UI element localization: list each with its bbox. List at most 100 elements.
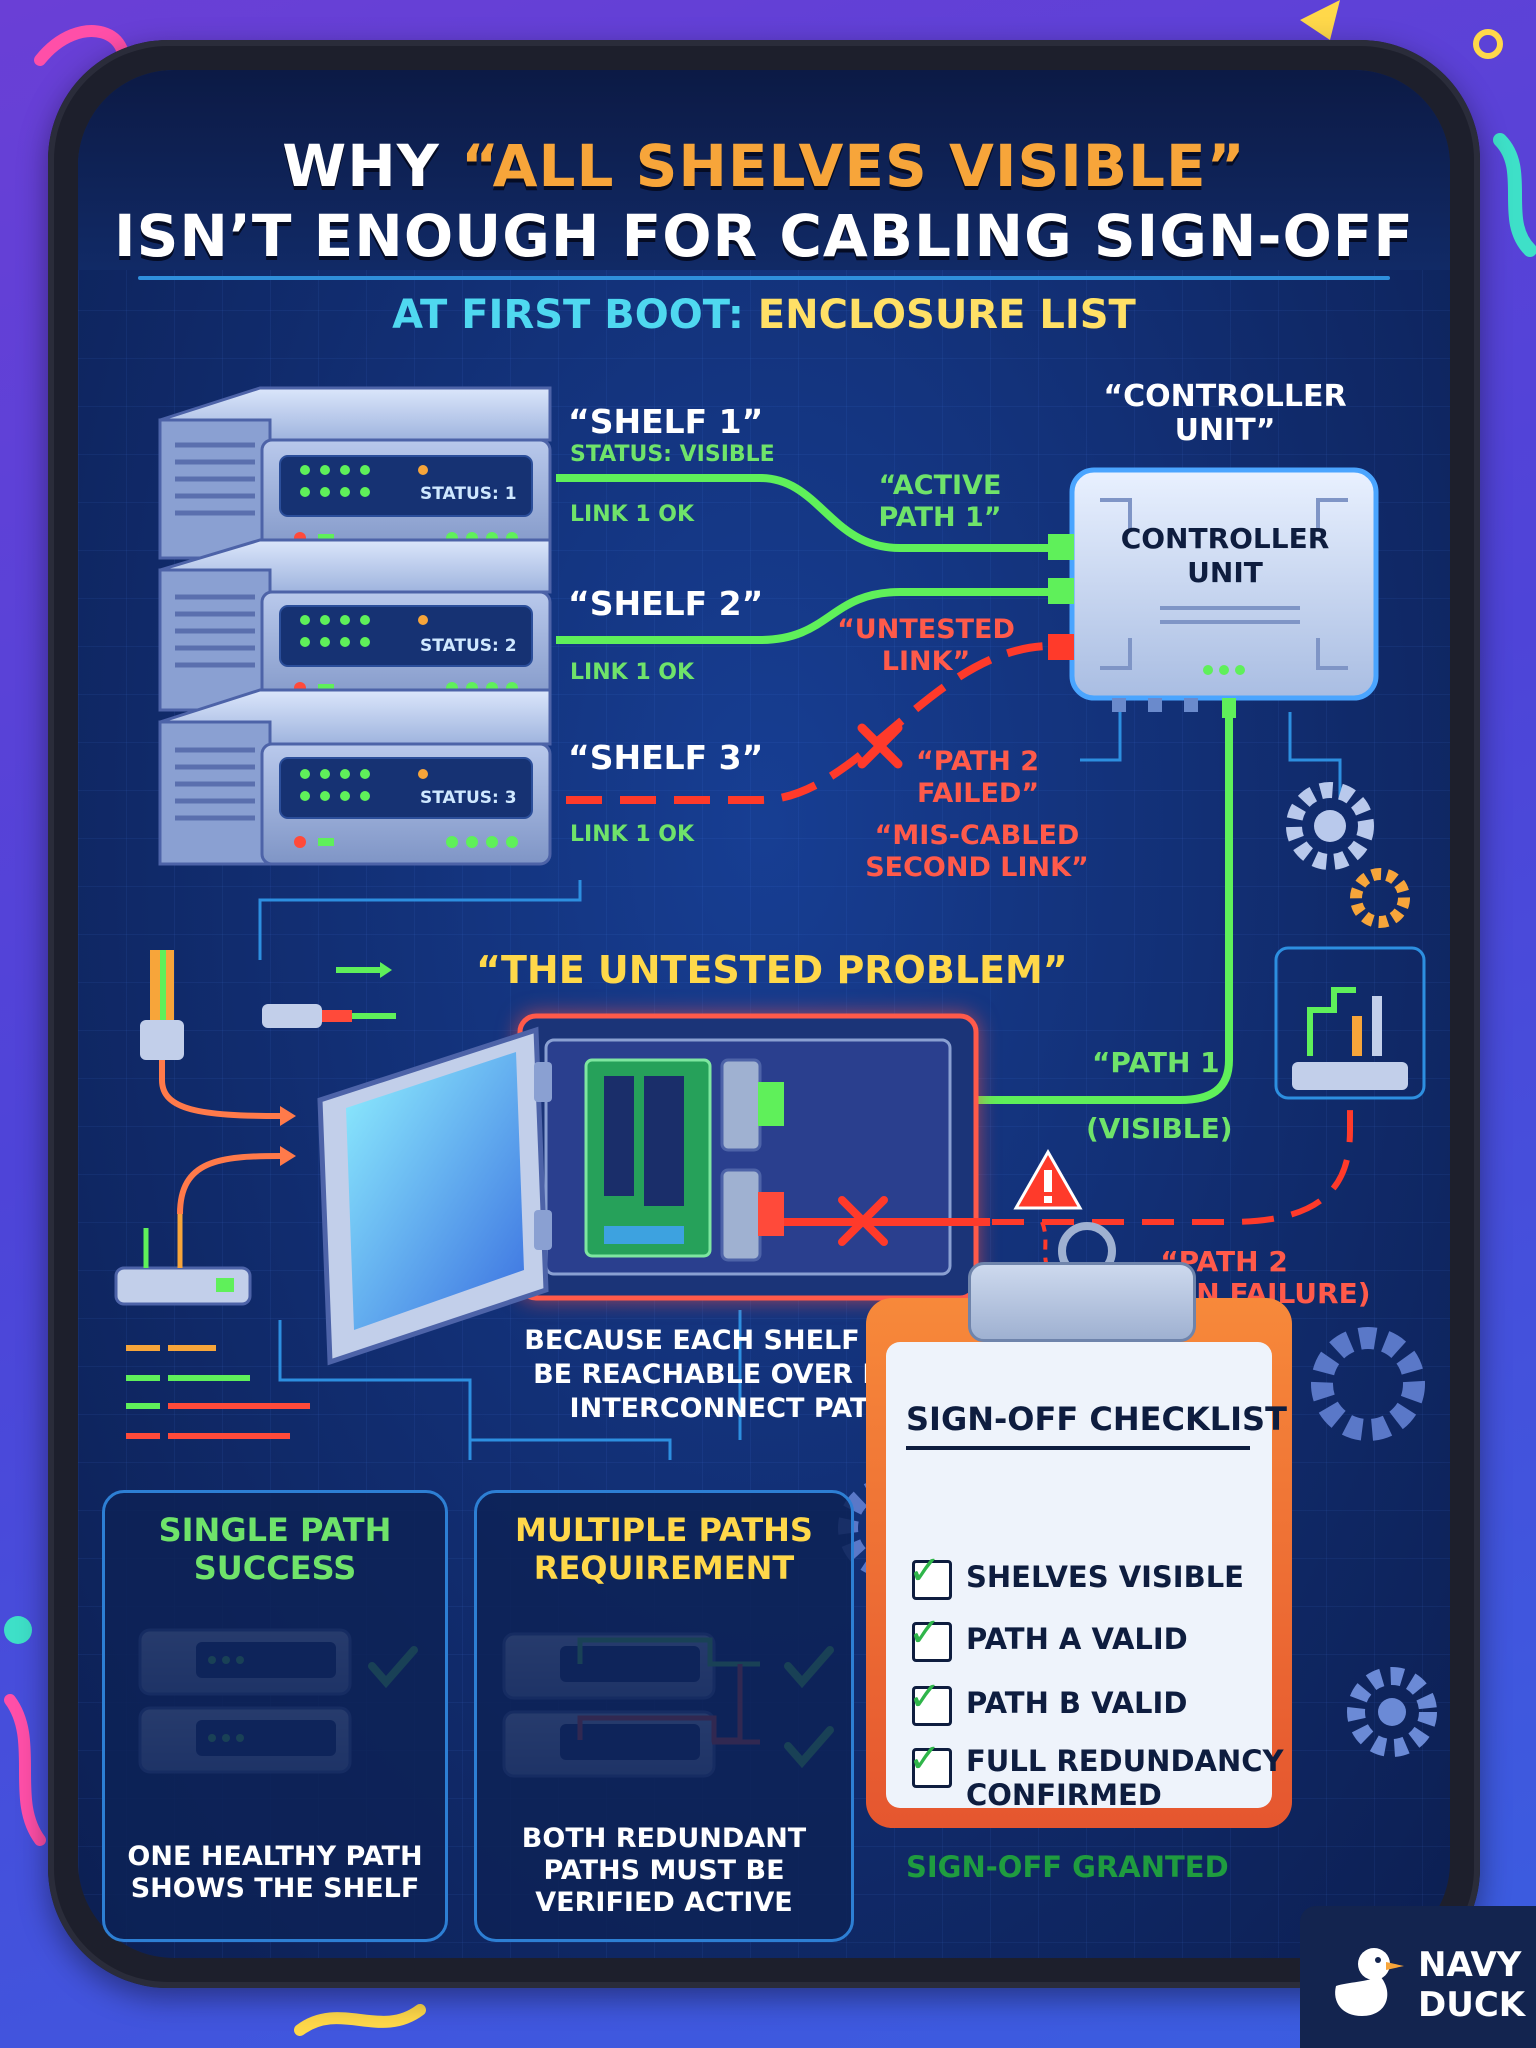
active-path-1-label: “ACTIVE PATH 1” xyxy=(840,470,1040,534)
path-1-visible-label: (VISIBLE) xyxy=(1086,1112,1233,1145)
title-divider xyxy=(138,276,1390,280)
active-path-1-line-2: PATH 1” xyxy=(878,502,1002,533)
multiple-paths-footer-line-2: PATHS MUST BE xyxy=(543,1855,785,1886)
untested-link-line-1: “UNTESTED xyxy=(837,614,1015,645)
mis-cabled-line-2: SECOND LINK” xyxy=(865,852,1089,883)
section-heading-highlight: ENCLOSURE LIST xyxy=(757,292,1136,338)
checkbox-path-b-valid xyxy=(912,1686,952,1726)
untested-problem-heading: “THE UNTESTED PROBLEM” xyxy=(476,948,1068,992)
controller-unit-icon xyxy=(1048,467,1379,718)
shelf-2-panel-status: STATUS: 2 xyxy=(420,636,517,656)
checkbox-shelves-visible xyxy=(912,1560,952,1600)
shelf-stack-icon xyxy=(158,386,552,866)
page-title-line-1: WHY “ALL SHELVES VISIBLE” xyxy=(78,132,1450,200)
controller-box-line-2: UNIT xyxy=(1187,556,1263,589)
shelf-3-panel-status: STATUS: 3 xyxy=(420,788,517,808)
active-path-cable xyxy=(556,474,1048,552)
explanation-line-3: INTERCONNECT PATHS xyxy=(569,1393,911,1424)
multiple-paths-card-footer: BOTH REDUNDANT PATHS MUST BE VERIFIED AC… xyxy=(477,1823,851,1919)
section-heading-prefix: AT FIRST BOOT: xyxy=(392,292,758,338)
single-path-card-title: SINGLE PATH SUCCESS xyxy=(105,1511,445,1587)
path-2-failed-line-2: FAILED” xyxy=(916,778,1040,809)
title-band xyxy=(78,70,1450,270)
active-path-1-line-1: “ACTIVE xyxy=(878,470,1002,501)
multiple-paths-title-line-2: REQUIREMENT xyxy=(533,1549,795,1587)
multiple-paths-footer-line-3: VERIFIED ACTIVE xyxy=(535,1887,793,1918)
controller-unit-box-label: CONTROLLER UNIT xyxy=(1090,522,1360,590)
checklist-item-shelves-visible: SHELVES VISIBLE xyxy=(966,1560,1244,1594)
shelf-3-label: “SHELF 3” xyxy=(568,738,764,777)
title-highlight: “ALL SHELVES VISIBLE” xyxy=(460,132,1246,200)
checklist-title-underline xyxy=(906,1446,1250,1450)
clipboard-clip xyxy=(968,1262,1196,1342)
multiple-paths-requirement-card: MULTIPLE PATHS REQUIREMENT BOTH REDUNDAN… xyxy=(474,1490,854,1942)
navy-duck-logo: NAVY DUCK xyxy=(1300,1906,1536,2048)
sign-off-granted: SIGN-OFF GRANTED xyxy=(906,1850,1229,1884)
title-prefix: WHY xyxy=(282,132,461,200)
hidden-failure-path xyxy=(992,1110,1353,1225)
shelf-3-link-status: LINK 1 OK xyxy=(570,822,695,847)
logo-line-2: DUCK xyxy=(1418,1985,1526,2025)
checklist-title: SIGN-OFF CHECKLIST xyxy=(906,1400,1287,1438)
untested-link-label: “UNTESTED LINK” xyxy=(826,614,1026,678)
gear-icon xyxy=(1286,782,1410,928)
failure-x-icon xyxy=(857,723,903,769)
page-title-line-2: ISN’T ENOUGH FOR CABLING SIGN-OFF xyxy=(113,202,1415,270)
shelf-2-cable xyxy=(556,588,1048,644)
shelf-2-unit xyxy=(158,538,552,712)
enclosure-box-icon xyxy=(517,1013,990,1301)
router-panel xyxy=(1274,946,1426,1100)
network-cable-icon xyxy=(262,962,396,1028)
checkbox-full-redundancy xyxy=(912,1748,952,1788)
shelf-2-link-status: LINK 1 OK xyxy=(570,660,695,685)
untested-link-line-2: LINK” xyxy=(881,646,971,677)
modem-icon xyxy=(114,1146,296,1306)
shelf-3-unit xyxy=(158,688,552,866)
multiple-paths-card-title: MULTIPLE PATHS REQUIREMENT xyxy=(477,1511,851,1587)
mis-cabled-label: “MIS-CABLED SECOND LINK” xyxy=(852,820,1102,884)
shelf-1-link-status: LINK 1 OK xyxy=(570,502,695,527)
path-1-label: “PATH 1 xyxy=(1092,1046,1220,1079)
multiple-paths-footer-line-1: BOTH REDUNDANT xyxy=(521,1823,807,1854)
single-path-title-line-2: SUCCESS xyxy=(193,1549,357,1587)
multiple-paths-title-line-1: MULTIPLE PATHS xyxy=(515,1511,813,1549)
router-icon xyxy=(1292,987,1408,1090)
single-path-footer-line-2: SHOWS THE SHELF xyxy=(130,1873,420,1904)
checklist-item-path-a-valid: PATH A VALID xyxy=(966,1622,1188,1656)
single-path-footer-line-1: ONE HEALTHY PATH xyxy=(127,1841,423,1872)
single-path-success-card: SINGLE PATH SUCCESS ONE HEALTHY PATH SHO… xyxy=(102,1490,448,1942)
logo-line-1: NAVY xyxy=(1418,1945,1522,1985)
check-mark-icon: ✓ xyxy=(908,1674,942,1720)
power-plug-icon xyxy=(140,950,296,1126)
path-1-cable xyxy=(780,718,1233,1104)
sign-off-clipboard xyxy=(866,1298,1292,1828)
path-2-failed-label: “PATH 2 FAILED” xyxy=(916,746,1039,810)
controller-caption-line-1: “CONTROLLER xyxy=(1103,379,1347,414)
section-heading: AT FIRST BOOT: ENCLOSURE LIST xyxy=(78,292,1450,338)
mis-cabled-line-1: “MIS-CABLED xyxy=(874,820,1080,851)
controller-unit-caption: “CONTROLLER UNIT” xyxy=(1090,380,1360,448)
check-mark-icon: ✓ xyxy=(908,1548,942,1594)
controller-caption-line-2: UNIT” xyxy=(1174,413,1276,448)
controller-box-line-1: CONTROLLER xyxy=(1120,522,1330,555)
check-mark-icon: ✓ xyxy=(908,1610,942,1656)
connector-lines xyxy=(258,712,1342,1602)
enclosure-door-icon xyxy=(317,1026,552,1366)
shelf-1-status-tag: STATUS: VISIBLE xyxy=(570,442,775,467)
checklist-item-confirmed: CONFIRMED xyxy=(966,1778,1162,1812)
single-path-card-footer: ONE HEALTHY PATH SHOWS THE SHELF xyxy=(105,1841,445,1905)
shelf-1-unit xyxy=(158,386,552,560)
shelf-1-panel-status: STATUS: 1 xyxy=(420,484,517,504)
duck-icon xyxy=(1335,1948,1404,2016)
shelf-2-label: “SHELF 2” xyxy=(568,584,764,623)
checklist-item-full-redundancy: FULL REDUNDANCY xyxy=(966,1744,1284,1778)
path-2-failed-line-1: “PATH 2 xyxy=(916,746,1040,777)
checklist-item-path-b-valid: PATH B VALID xyxy=(966,1686,1188,1720)
warning-icon xyxy=(1013,1148,1083,1210)
data-lines-icon xyxy=(126,1345,310,1439)
checkbox-path-a-valid xyxy=(912,1622,952,1662)
single-path-title-line-1: SINGLE PATH xyxy=(158,1511,392,1549)
check-mark-icon: ✓ xyxy=(908,1736,942,1782)
shelf-1-label: “SHELF 1” xyxy=(568,402,764,441)
